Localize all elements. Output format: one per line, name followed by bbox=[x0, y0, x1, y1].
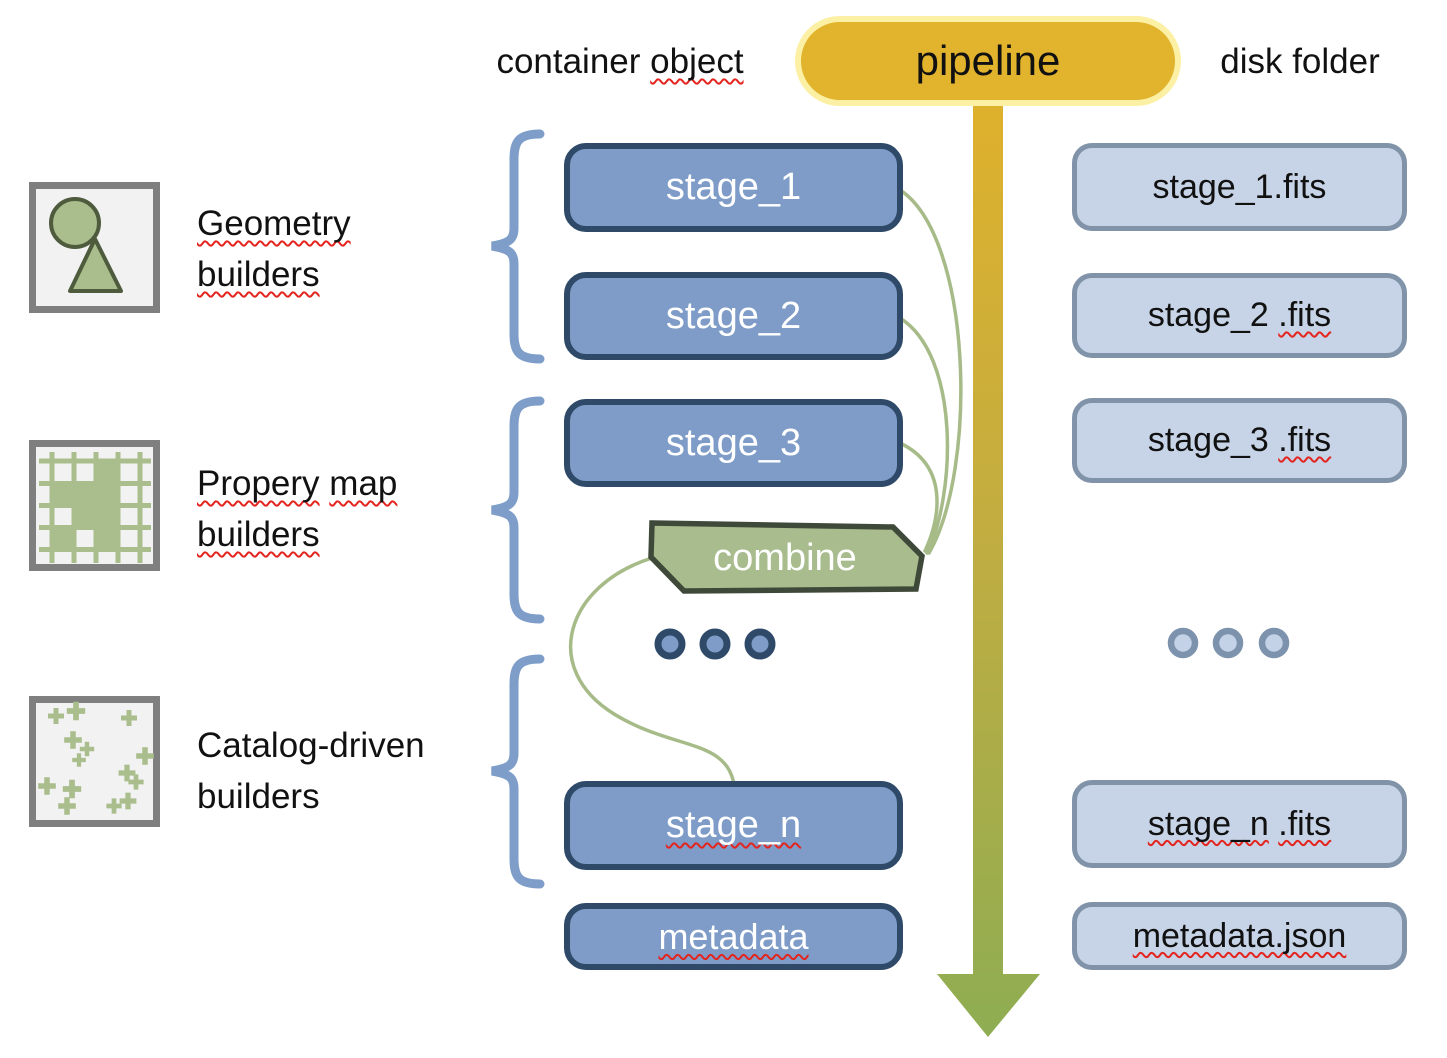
pipeline-pill: pipeline bbox=[795, 16, 1181, 106]
catalog-driven-builders-label: Catalog-driven builders bbox=[197, 720, 487, 822]
connector-curve-stage2-to-combine bbox=[898, 316, 950, 555]
stage-n-box: stage_n bbox=[564, 781, 903, 870]
file-name-misspelled: stage_n bbox=[1147, 804, 1269, 843]
stage-n-label: stage_n bbox=[665, 804, 802, 846]
pipeline-pill-label: pipeline bbox=[915, 37, 1061, 84]
brace-property-map-group bbox=[491, 396, 545, 624]
stage-n-fits-box: stage_n .fits bbox=[1072, 780, 1407, 868]
container-ellipsis-dots bbox=[654, 628, 776, 660]
label-line: builders bbox=[197, 777, 320, 816]
disk-ellipsis-dots bbox=[1167, 627, 1290, 659]
stage-1-label: stage_1 bbox=[665, 166, 802, 208]
ellipsis-dot bbox=[1167, 627, 1199, 659]
label-line: Propery map bbox=[197, 458, 487, 509]
ellipsis-dot bbox=[1212, 627, 1244, 659]
file-name: stage_1.fits bbox=[1152, 167, 1327, 206]
file-name: stage_3 bbox=[1147, 421, 1279, 459]
combine-text: combine bbox=[713, 536, 857, 579]
ellipsis-dot bbox=[1258, 627, 1290, 659]
stage-1-box: stage_1 bbox=[564, 143, 903, 232]
brace-catalog-group bbox=[491, 654, 545, 889]
geometry-shapes-icon bbox=[29, 182, 160, 313]
metadata-label: metadata bbox=[658, 915, 809, 957]
property-map-builders-label: Propery map builders bbox=[197, 458, 487, 560]
label-line: builders bbox=[197, 249, 487, 300]
geometry-builders-label: Geometry builders bbox=[197, 198, 487, 300]
file-name: stage_2 bbox=[1147, 296, 1279, 334]
label-line: builders bbox=[197, 509, 487, 560]
pipeline-flow-arrow bbox=[937, 96, 1040, 1037]
metadata-box: metadata bbox=[564, 903, 903, 970]
label-line: Geometry bbox=[197, 198, 487, 249]
brace-geometry-group bbox=[491, 129, 545, 364]
header-word-misspelled: object bbox=[650, 42, 744, 81]
label-word-misspelled: Geometry bbox=[197, 204, 351, 243]
combine-label: combine bbox=[660, 532, 910, 584]
stage-3-fits-box: stage_3 .fits bbox=[1072, 398, 1407, 483]
stage-1-fits-box: stage_1.fits bbox=[1072, 143, 1407, 231]
stage-2-fits-box: stage_2 .fits bbox=[1072, 273, 1407, 358]
disk-folder-header: disk folder bbox=[1220, 42, 1380, 81]
ellipsis-dot bbox=[654, 628, 686, 660]
file-name-separator bbox=[1269, 805, 1278, 844]
stage-2-box: stage_2 bbox=[564, 272, 903, 360]
stage-3-box: stage_3 bbox=[564, 399, 903, 487]
label-word-misspelled: builders bbox=[197, 515, 320, 554]
label-line: Catalog-driven bbox=[197, 726, 425, 765]
connector-curve-stage3-to-combine bbox=[898, 441, 939, 553]
metadata-json-box: metadata.json bbox=[1072, 902, 1407, 970]
file-ext-misspelled: .fits bbox=[1278, 421, 1332, 459]
ellipsis-dot bbox=[699, 628, 731, 660]
stage-3-label: stage_3 bbox=[665, 421, 802, 464]
container-object-header: container object bbox=[465, 42, 775, 82]
stage-2-label: stage_2 bbox=[665, 294, 802, 337]
file-name-misspelled: metadata.json bbox=[1132, 916, 1347, 955]
ellipsis-dot bbox=[744, 628, 776, 660]
connector-curve-combine-to-stage-n bbox=[568, 556, 737, 794]
label-word-misspelled: Propery bbox=[197, 464, 320, 503]
property-map-grid-icon bbox=[29, 440, 160, 571]
label-word-misspelled: builders bbox=[197, 255, 320, 294]
connector-curve-stage1-to-combine bbox=[898, 188, 963, 555]
file-ext-misspelled: .fits bbox=[1278, 296, 1332, 334]
header-word: container bbox=[496, 42, 641, 81]
combine-shape bbox=[648, 520, 925, 594]
label-word-misspelled: map bbox=[329, 464, 398, 503]
file-ext-misspelled: .fits bbox=[1278, 804, 1332, 843]
catalog-scatter-icon bbox=[29, 696, 160, 827]
